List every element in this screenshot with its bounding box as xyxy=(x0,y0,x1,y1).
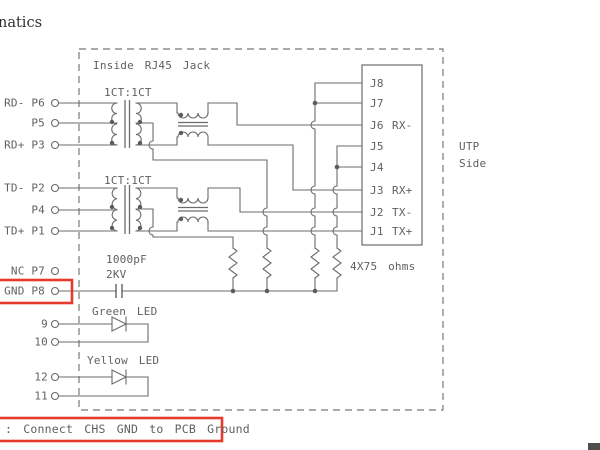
choke-2-core xyxy=(178,206,208,212)
jack-pin-j2-signal: TX- xyxy=(392,206,412,219)
pin-label-p3: RD+ P3 xyxy=(4,139,45,152)
pin-label-p6: RD- P6 xyxy=(4,97,45,110)
pin-label-12: 12 xyxy=(34,371,48,384)
capacitor-value-label: 1000pF xyxy=(106,253,147,266)
pin-terminals xyxy=(50,98,60,401)
choke-1 xyxy=(177,112,209,138)
corner-artifact xyxy=(588,443,600,450)
transformer-2-core xyxy=(124,185,131,234)
utp-side-label-line2: Side xyxy=(459,157,486,170)
pin-label-p7: NC P7 xyxy=(11,265,45,278)
transformer-2-primary-winding xyxy=(111,187,118,232)
pin-label-10: 10 xyxy=(34,336,48,349)
junction-dots xyxy=(109,100,340,294)
choke-1-core xyxy=(178,121,208,127)
choke-2 xyxy=(177,197,209,223)
jack-pin-j6: J6 xyxy=(370,119,384,132)
jack-pin-j8: J8 xyxy=(370,77,384,90)
yellow-led-label: Yellow LED xyxy=(87,354,159,367)
highlight-gnd-pin xyxy=(0,278,74,305)
resistor-label: 4X75 ohms xyxy=(350,260,415,273)
highlight-note xyxy=(0,416,224,443)
termination-resistors xyxy=(228,247,342,279)
transformer-1-primary-winding xyxy=(111,102,118,146)
transformer-2-ratio-label: 1CT:1CT xyxy=(104,174,152,187)
note-text: : Connect CHS GND to PCB Ground xyxy=(5,422,250,436)
transformer-1-ratio-label: 1CT:1CT xyxy=(104,86,152,99)
pin-label-p5: P5 xyxy=(31,117,45,130)
jack-pin-j6-signal: RX- xyxy=(392,119,412,132)
transformer-2-secondary-winding xyxy=(135,187,142,232)
pin-label-9: 9 xyxy=(41,318,48,331)
rj45-jack-box xyxy=(361,64,423,246)
jack-pin-j4: J4 xyxy=(370,161,384,174)
pin-label-11: 11 xyxy=(34,390,48,403)
green-led-label: Green LED xyxy=(92,305,157,318)
pin-label-p1: TD+ P1 xyxy=(4,225,45,238)
jack-pin-j3: J3 xyxy=(370,184,384,197)
jack-pin-j2: J2 xyxy=(370,206,384,219)
jack-pin-j5: J5 xyxy=(370,140,384,153)
pin-label-p4: P4 xyxy=(31,204,45,217)
capacitor xyxy=(115,284,123,298)
enclosure-dashed-border xyxy=(78,48,444,411)
jack-pin-j1-signal: TX+ xyxy=(392,225,413,238)
jack-pin-labels: J8 J7 J6 RX- J5 J4 J3 RX+ J2 TX- J1 TX+ xyxy=(370,77,413,238)
jack-pin-j1: J1 xyxy=(370,225,384,238)
jack-pin-j7: J7 xyxy=(370,97,384,110)
utp-side-label-line1: UTP xyxy=(459,140,480,153)
capacitor-rating-label: 2KV xyxy=(106,268,127,281)
wires xyxy=(58,82,363,397)
enclosure-label: Inside RJ45 Jack xyxy=(93,59,210,72)
jack-pin-j3-signal: RX+ xyxy=(392,184,413,197)
pin-label-p2: TD- P2 xyxy=(4,182,45,195)
yellow-led-diode-icon xyxy=(111,369,128,385)
pin-label-p8: GND P8 xyxy=(4,285,45,298)
transformer-1 xyxy=(111,100,142,148)
page-heading-fragment: natics xyxy=(0,15,42,31)
green-led-diode-icon xyxy=(111,316,128,332)
transformer-1-secondary-winding xyxy=(135,102,142,146)
left-pin-labels: RD- P6 P5 RD+ P3 TD- P2 P4 TD+ P1 NC P7 … xyxy=(4,97,48,403)
transformer-1-core xyxy=(124,100,131,148)
transformer-2 xyxy=(111,185,142,234)
